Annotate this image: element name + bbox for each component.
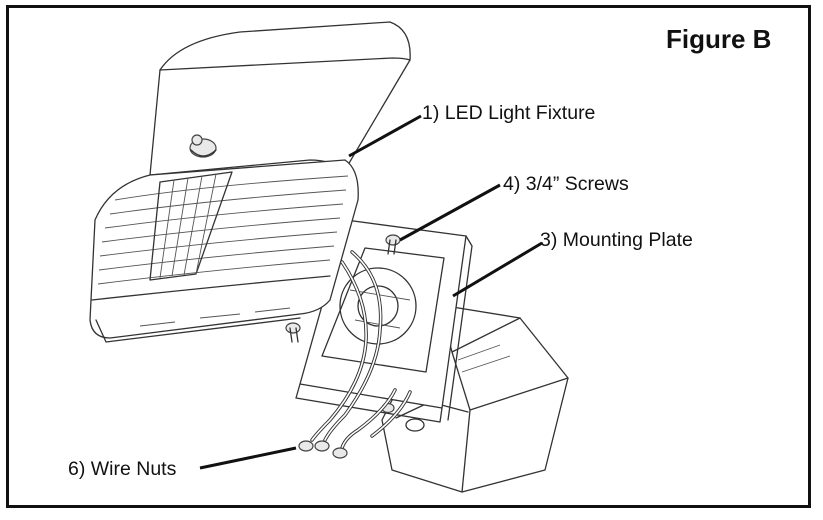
label-led-light-fixture: 1) LED Light Fixture — [422, 102, 596, 124]
label-screws: 4) 3/4” Screws — [503, 173, 629, 195]
wire-nut-1 — [298, 440, 314, 452]
wire-nut-3 — [332, 447, 348, 459]
label-wire-nuts: 6) Wire Nuts — [68, 458, 177, 480]
screw-top — [385, 234, 401, 255]
wires — [310, 250, 412, 450]
wire-nuts — [298, 440, 348, 459]
led-light-fixture — [89, 21, 411, 343]
leader-led-light-fixture — [348, 114, 422, 158]
wire-nut-2 — [314, 440, 330, 452]
screw-left — [285, 322, 301, 343]
label-mounting-plate: 3) Mounting Plate — [540, 229, 693, 251]
leader-screws — [399, 183, 501, 242]
mounting-plate — [295, 219, 473, 423]
leader-mounting-plate — [452, 241, 543, 298]
figure-title: Figure B — [666, 24, 772, 54]
leader-wire-nuts — [199, 446, 297, 470]
